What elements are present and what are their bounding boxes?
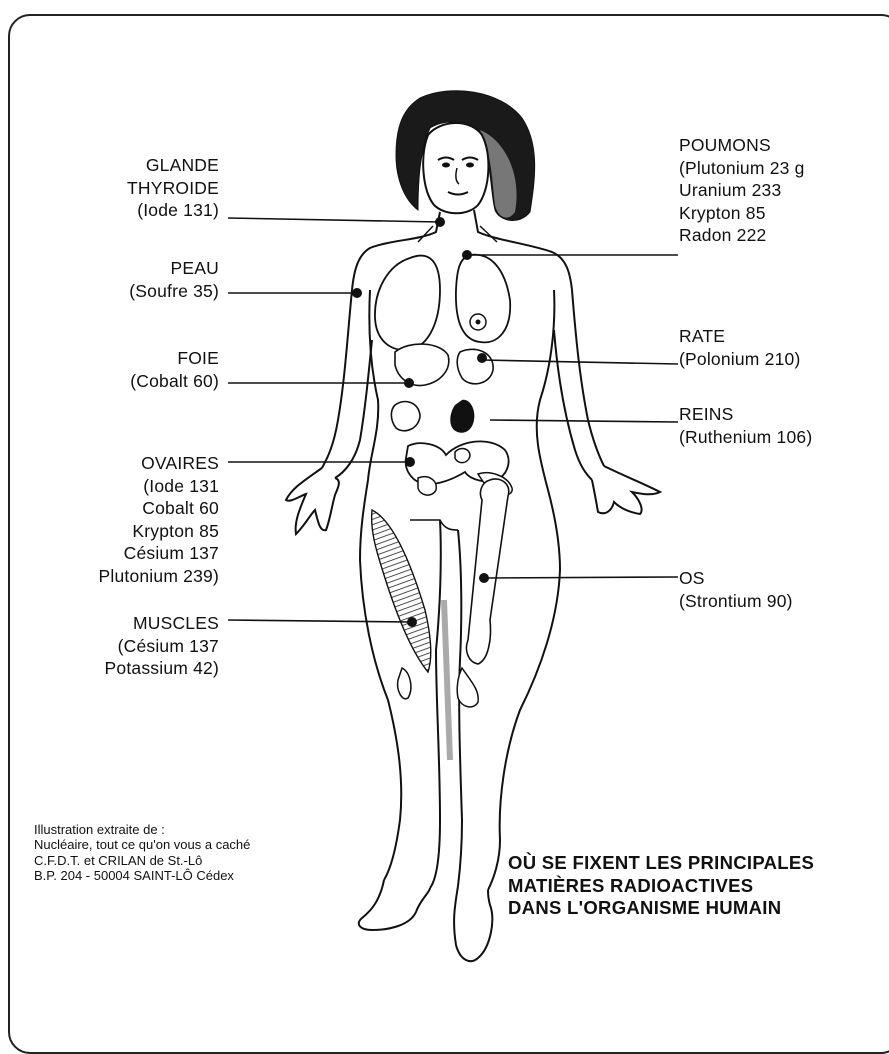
muscles-element-1: (Césium 137 (105, 635, 219, 658)
right-arm (554, 290, 604, 480)
spleen-element: (Polonium 210) (679, 348, 800, 371)
ovaries-title: OVAIRES (98, 452, 219, 475)
right-hand (592, 466, 660, 514)
thigh-muscle (372, 510, 431, 672)
ovaries-element-1: (Iode 131 (98, 475, 219, 498)
ovaries-element-4: Césium 137 (98, 542, 219, 565)
thyroid-title-1: GLANDE (127, 154, 219, 177)
right-foot (454, 886, 492, 961)
lungs-title: POUMONS (679, 134, 805, 157)
caption-line-3: C.F.D.T. et CRILAN de St.-Lô (34, 853, 250, 868)
femur (466, 479, 508, 664)
lungs-element-4: Radon 222 (679, 224, 805, 247)
caption-line-1: Illustration extraite de : (34, 822, 250, 837)
bones-title: OS (679, 567, 793, 590)
liver (395, 344, 449, 386)
label-spleen: RATE (Polonium 210) (679, 325, 800, 370)
caption-line-4: B.P. 204 - 50004 SAINT-LÔ Cédex (34, 868, 250, 883)
kidneys-element: (Ruthenium 106) (679, 426, 812, 449)
spleen-dot (477, 353, 487, 363)
ovaries-element-3: Krypton 85 (98, 520, 219, 543)
kidneys-title: REINS (679, 403, 812, 426)
liver-element: (Cobalt 60) (130, 370, 219, 393)
skin-title: PEAU (129, 257, 219, 280)
label-skin: PEAU (Soufre 35) (129, 257, 219, 302)
headline: OÙ SE FIXENT LES PRINCIPALES MATIÈRES RA… (508, 852, 814, 920)
right-leg-outline (488, 570, 560, 890)
liver-title: FOIE (130, 347, 219, 370)
label-liver: FOIE (Cobalt 60) (130, 347, 219, 392)
torso-right (537, 290, 560, 570)
ovaries-element-5: Plutonium 239) (98, 565, 219, 588)
muscles-element-2: Potassium 42) (105, 657, 219, 680)
left-arm (322, 290, 372, 478)
caption-line-2: Nucléaire, tout ce qu'on vous a caché (34, 837, 250, 852)
lungs-element-3: Krypton 85 (679, 202, 805, 225)
thyroid-element: (Iode 131) (127, 199, 219, 222)
spleen-title: RATE (679, 325, 800, 348)
label-bones: OS (Strontium 90) (679, 567, 793, 612)
label-lungs: POUMONS (Plutonium 23 g Uranium 233 Kryp… (679, 134, 805, 247)
thyroid-title-2: THYROIDE (127, 177, 219, 200)
left-lung (375, 256, 440, 351)
lungs-element-1: (Plutonium 23 g (679, 157, 805, 180)
headline-line-1: OÙ SE FIXENT LES PRINCIPALES (508, 852, 814, 875)
kidney (450, 400, 474, 433)
label-muscles: MUSCLES (Césium 137 Potassium 42) (105, 612, 219, 680)
right-lung (456, 255, 510, 343)
bones-element: (Strontium 90) (679, 590, 793, 613)
headline-line-3: DANS L'ORGANISME HUMAIN (508, 897, 814, 920)
label-thyroid: GLANDE THYROIDE (Iode 131) (127, 154, 219, 222)
left-hand (286, 468, 339, 534)
lungs-element-2: Uranium 233 (679, 179, 805, 202)
headline-line-2: MATIÈRES RADIOACTIVES (508, 875, 814, 898)
left-foot (359, 880, 430, 930)
ovaries-element-2: Cobalt 60 (98, 497, 219, 520)
skin-element: (Soufre 35) (129, 280, 219, 303)
source-caption: Illustration extraite de : Nucléaire, to… (34, 822, 250, 883)
muscles-title: MUSCLES (105, 612, 219, 635)
label-ovaries: OVAIRES (Iode 131 Cobalt 60 Krypton 85 C… (98, 452, 219, 588)
face-outline (423, 123, 488, 213)
label-kidneys: REINS (Ruthenium 106) (679, 403, 812, 448)
